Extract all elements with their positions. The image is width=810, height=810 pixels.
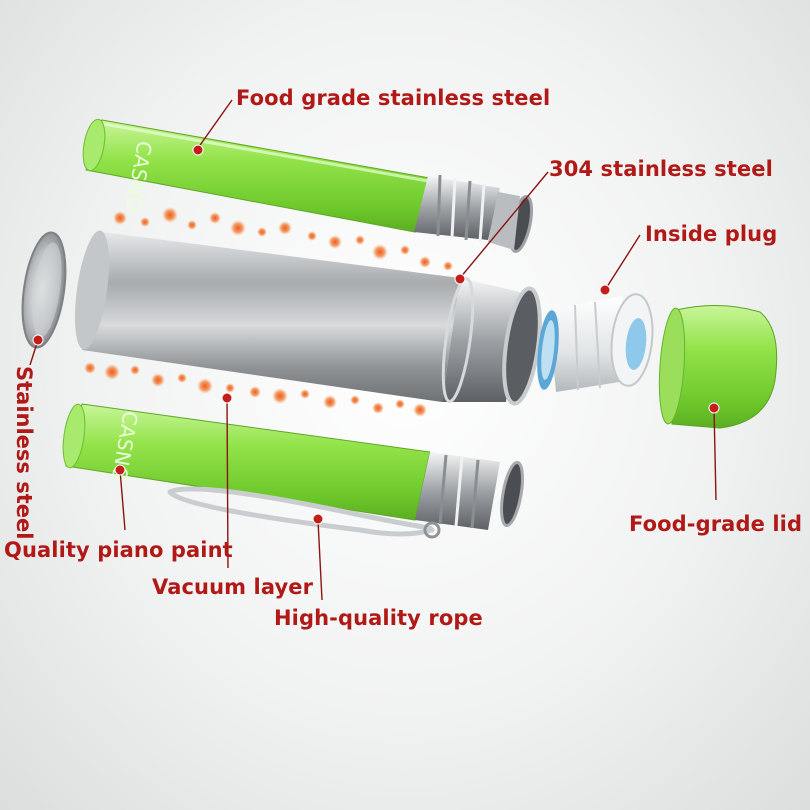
- top-shell-threads: [414, 174, 534, 253]
- label-food-grade-stainless: Food grade stainless steel: [236, 86, 551, 110]
- green-lid: [658, 305, 778, 429]
- label-piano-paint: Quality piano paint: [4, 538, 233, 562]
- lanyard-rope: [167, 486, 441, 539]
- inside-plug: [537, 293, 654, 392]
- heat-dots: [84, 207, 453, 417]
- label-304-stainless: 304 stainless steel: [549, 157, 773, 181]
- inner-steel-body: [74, 230, 542, 406]
- label-rope: High-quality rope: [274, 606, 483, 630]
- label-food-grade-lid: Food-grade lid: [629, 512, 803, 536]
- stainless-disc: [21, 231, 67, 349]
- bottom-shell: CASNO: [62, 403, 524, 530]
- label-stainless-steel: Stainless steel: [12, 366, 36, 540]
- label-inside-plug: Inside plug: [645, 222, 778, 246]
- callout-markers: [32, 144, 720, 525]
- top-shell: CASNO: [82, 118, 534, 253]
- label-vacuum-layer: Vacuum layer: [152, 575, 314, 599]
- callout-lines: [29, 99, 717, 601]
